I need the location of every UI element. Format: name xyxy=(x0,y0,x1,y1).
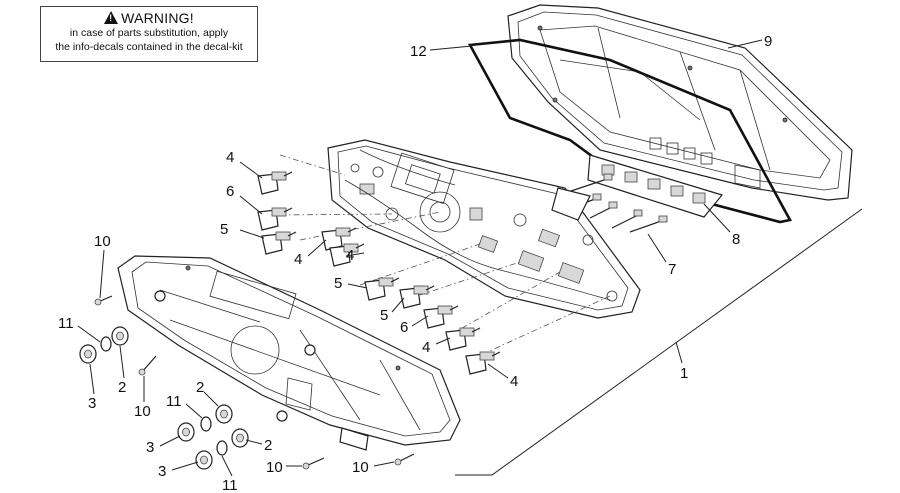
callout-3: 3 xyxy=(158,463,166,480)
bulb-holder-2 xyxy=(257,207,293,231)
warning-triangle-icon xyxy=(104,11,119,24)
bulb-holder-4 xyxy=(321,227,357,251)
callout-11: 11 xyxy=(58,315,74,332)
assembly-bracket xyxy=(455,208,863,476)
leader-4e xyxy=(487,363,509,379)
warning-line-1: in case of parts substitution, apply xyxy=(69,27,229,39)
leader-12 xyxy=(429,45,473,51)
leader-2c xyxy=(245,439,263,445)
leader-4a xyxy=(239,161,263,179)
callout-10: 10 xyxy=(94,233,111,250)
warning-box: WARNING! in case of parts substitution, … xyxy=(40,6,258,62)
bulb-holder-5 xyxy=(329,243,365,267)
leader-8 xyxy=(703,203,731,233)
instrument-cover xyxy=(507,4,853,201)
callout-1: 1 xyxy=(680,365,688,382)
screw-10b xyxy=(138,355,157,376)
leader-5c xyxy=(391,297,405,313)
leader-2a xyxy=(119,345,125,379)
leader-9 xyxy=(727,39,763,49)
callout-4: 4 xyxy=(422,339,430,356)
gasket xyxy=(467,38,792,224)
callout-12: 12 xyxy=(410,43,427,60)
warning-title: WARNING! xyxy=(41,10,257,26)
grommet-2b xyxy=(215,404,233,424)
leader-5b xyxy=(347,283,368,289)
leader-7 xyxy=(647,233,667,263)
screw-10c xyxy=(302,457,325,470)
callout-6: 6 xyxy=(400,319,408,336)
guide-line xyxy=(359,243,481,286)
leader-10a xyxy=(99,249,105,299)
callout-2: 2 xyxy=(118,379,126,396)
callout-7: 7 xyxy=(668,261,676,278)
screw-10d xyxy=(394,453,415,466)
callout-2: 2 xyxy=(264,437,272,454)
button-strip xyxy=(587,154,724,218)
grommet-2c xyxy=(231,428,249,448)
leader-4d xyxy=(435,337,451,345)
bulb-holder-1 xyxy=(257,171,293,195)
callout-10: 10 xyxy=(134,403,151,420)
grommet-2a xyxy=(111,326,129,346)
leader-6a xyxy=(239,195,263,215)
grommet-11b xyxy=(200,416,212,432)
leader-5a xyxy=(239,229,265,239)
guide-line xyxy=(419,261,521,296)
grommet-11c xyxy=(216,440,228,456)
callout-11: 11 xyxy=(166,393,182,410)
callout-4: 4 xyxy=(346,247,354,264)
rear-housing xyxy=(117,255,461,451)
guide-line xyxy=(279,154,346,176)
bulb-holder-9 xyxy=(445,327,481,351)
leader-4c xyxy=(345,252,365,257)
callout-4: 4 xyxy=(510,373,518,390)
grommet-3c xyxy=(195,450,213,470)
callout-4: 4 xyxy=(294,251,302,268)
callout-10: 10 xyxy=(352,459,369,476)
bulb-holder-10 xyxy=(465,351,501,375)
callout-6: 6 xyxy=(226,183,234,200)
leader-11c xyxy=(221,455,233,477)
callout-8: 8 xyxy=(732,231,740,248)
leader-11b xyxy=(185,403,203,419)
guide-line xyxy=(449,271,561,336)
callout-9: 9 xyxy=(764,33,772,50)
bulb-holder-3 xyxy=(261,231,297,255)
leader-11a xyxy=(77,325,101,343)
leader-2b xyxy=(203,391,219,407)
leader-1 xyxy=(675,341,683,364)
warning-line-2: the info-decals contained in the decal-k… xyxy=(55,41,243,53)
leader-6b xyxy=(411,315,429,327)
grommet-11a xyxy=(100,336,112,352)
callout-3: 3 xyxy=(88,395,96,412)
guide-line xyxy=(279,213,393,216)
leader-3c xyxy=(171,461,199,471)
screw-10a xyxy=(94,295,113,306)
callout-4: 4 xyxy=(226,149,234,166)
leader-10d xyxy=(373,461,395,467)
circuit-board xyxy=(327,139,641,319)
bulb-holder-6 xyxy=(364,277,400,301)
callout-5: 5 xyxy=(334,275,342,292)
leader-3a xyxy=(89,363,95,395)
callout-5: 5 xyxy=(220,221,228,238)
callout-2: 2 xyxy=(196,379,204,396)
leader-4b xyxy=(307,239,327,257)
callout-3: 3 xyxy=(146,439,154,456)
callout-5: 5 xyxy=(380,307,388,324)
bulb-holder-7 xyxy=(399,285,435,309)
leader-3b xyxy=(159,435,181,447)
callout-10: 10 xyxy=(266,459,283,476)
guide-line xyxy=(469,295,611,361)
grommet-3a xyxy=(79,344,97,364)
callout-11: 11 xyxy=(222,477,238,493)
bulb-holder-8 xyxy=(423,305,459,329)
grommet-3b xyxy=(177,422,195,442)
